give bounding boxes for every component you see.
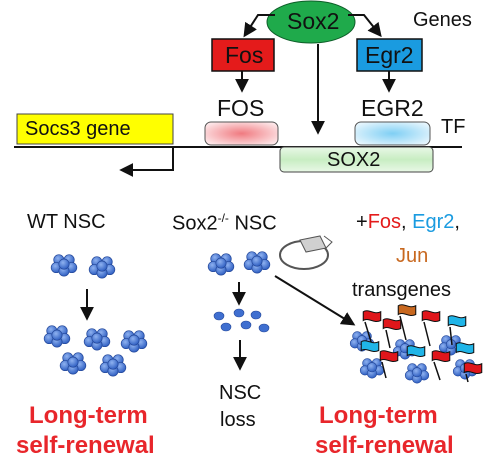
long-term-left-2: self-renewal	[16, 432, 155, 459]
fos-tf-box	[204, 121, 279, 146]
ko-nsc-cluster-2	[243, 251, 271, 274]
transgenes-label: transgenes	[352, 279, 451, 301]
rescued-cluster-5	[404, 363, 430, 384]
plasmid-icon	[279, 235, 333, 270]
ko-nsc-cluster-1	[207, 253, 235, 276]
scattered-cells	[213, 308, 270, 333]
egr2-tf-box	[354, 121, 431, 146]
long-term-left-1: Long-term	[29, 402, 148, 429]
transgene-egr2: Egr2	[412, 211, 455, 233]
wt-nsc-cluster-2	[88, 256, 116, 279]
nsc-loss-2: loss	[220, 409, 256, 431]
transgene-jun: Jun	[396, 245, 429, 267]
sox2-tf-box	[279, 146, 434, 173]
fos-tf-label: FOS	[217, 95, 265, 121]
rescued-cluster-4	[359, 358, 385, 379]
socs3-gene-box	[16, 113, 174, 145]
egr2-gene-label: Egr2	[365, 42, 414, 68]
transgene-flags	[360, 304, 483, 383]
transgene-comma2: ,	[454, 211, 460, 233]
wt-nsc-cluster-4	[83, 328, 111, 351]
ko-nsc-sup: -/-	[217, 211, 229, 225]
transcription-start-arrow	[119, 147, 174, 177]
transgene-comma1: ,	[401, 211, 413, 233]
socs3-gene-label: Socs3 gene	[25, 118, 131, 140]
nsc-loss-1: NSC	[219, 382, 262, 404]
genes-label: Genes	[413, 9, 472, 31]
wt-nsc-label: WT NSC	[27, 211, 106, 233]
tf-label: TF	[441, 116, 466, 138]
transgene-fos: Fos	[367, 211, 402, 233]
transgene-plus: +	[356, 211, 368, 233]
long-term-right-2: self-renewal	[315, 432, 454, 459]
ko-nsc-suffix: NSC	[228, 212, 277, 235]
wt-nsc-cluster-1	[50, 254, 78, 277]
ko-nsc-prefix: Sox2	[172, 212, 218, 235]
fos-gene-label: Fos	[225, 42, 264, 68]
sox2-gene-label: Sox2	[287, 8, 340, 34]
egr2-tf-label: EGR2	[361, 95, 424, 121]
arrow-sox2-to-egr2	[348, 14, 382, 38]
long-term-right-1: Long-term	[319, 402, 438, 429]
egr2-gene-box	[356, 38, 423, 72]
wt-nsc-cluster-6	[59, 352, 87, 375]
wt-nsc-cluster-3	[43, 325, 71, 348]
arrow-sox2-to-fos	[243, 14, 275, 38]
sox2-tf-label: SOX2	[327, 149, 381, 171]
sox2-gene-ellipse	[266, 0, 356, 44]
arrow-ko-diagonal	[274, 275, 356, 326]
transgene-label-line1: +Fos, Egr2,	[356, 212, 460, 232]
ko-nsc-label: Sox2-/- NSC	[172, 212, 277, 234]
wt-nsc-cluster-7	[99, 354, 127, 377]
wt-nsc-cluster-5	[120, 330, 148, 353]
